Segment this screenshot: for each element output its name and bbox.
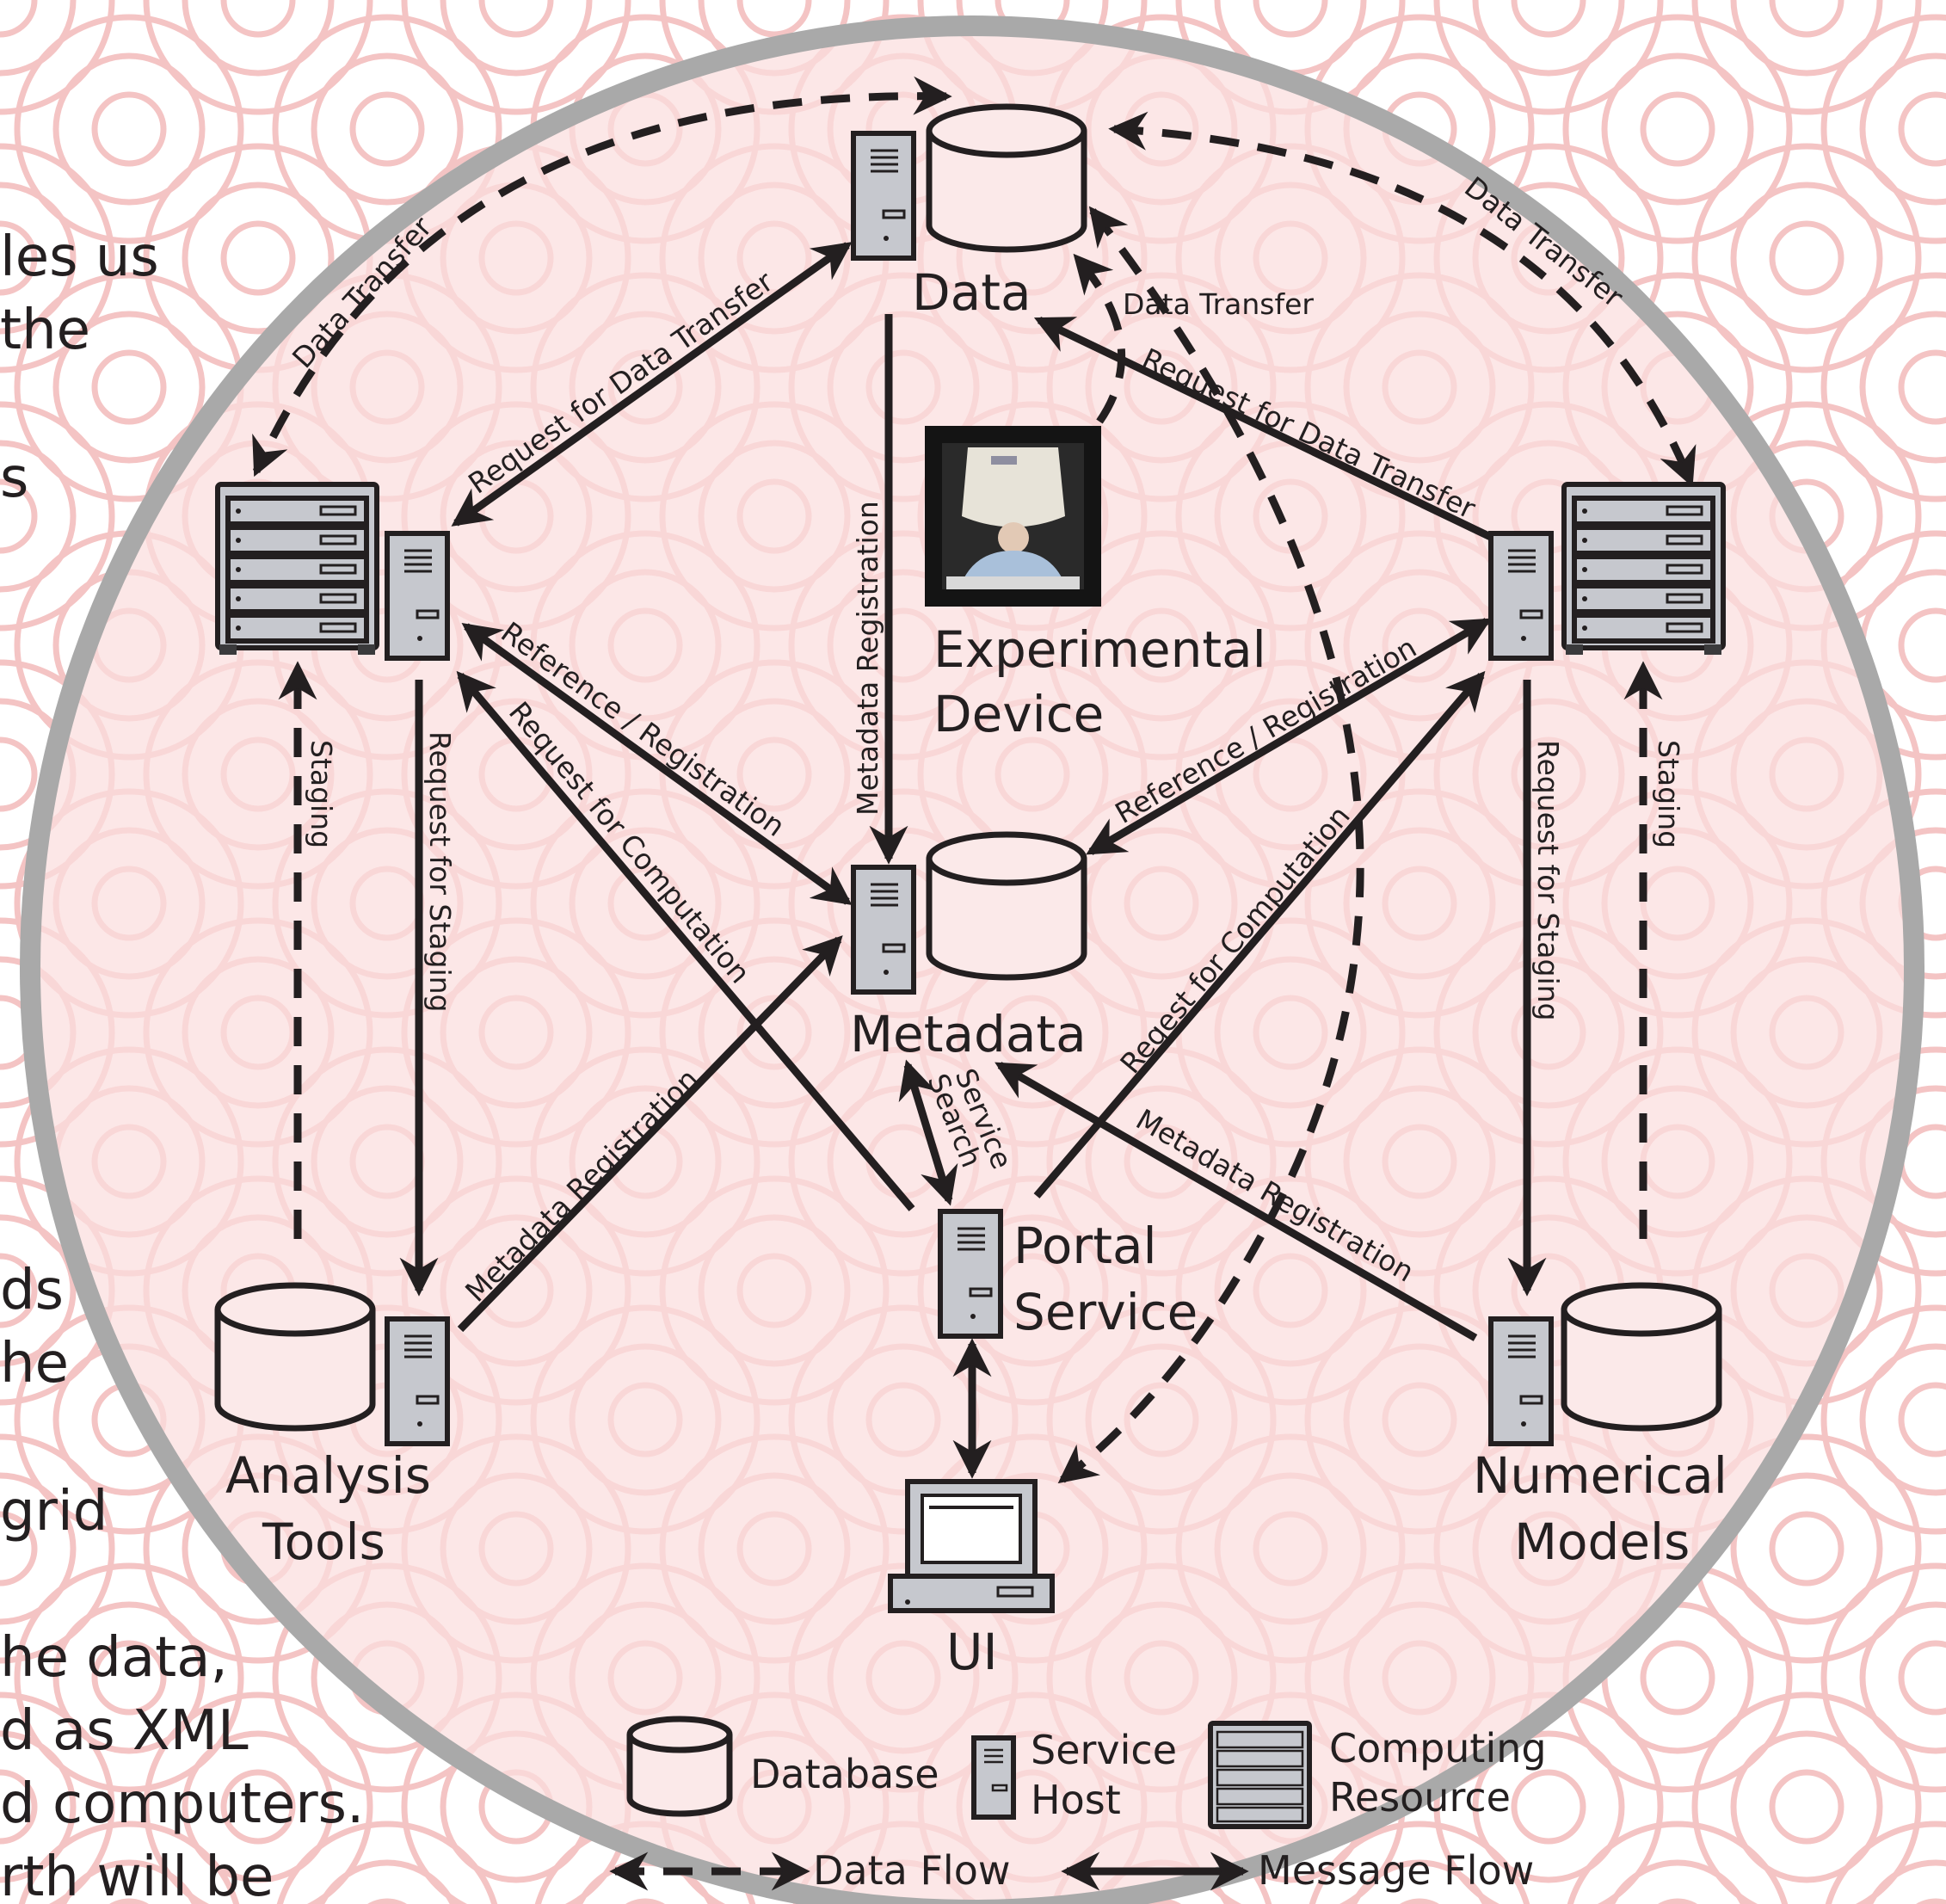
svg-text:Device: Device: [933, 685, 1104, 743]
svg-text:d as XML: d as XML: [0, 1699, 249, 1763]
computing-resource-icon: [1564, 484, 1723, 655]
svg-text:Numerical: Numerical: [1473, 1446, 1727, 1505]
edge-service-search: [898, 1059, 958, 1206]
node-numerical-models: Numerical Models: [1473, 1285, 1727, 1571]
svg-text:rth will be: rth will be: [0, 1845, 274, 1904]
svg-text:Portal: Portal: [1013, 1217, 1157, 1275]
svg-text:ds: ds: [0, 1259, 64, 1322]
server-icon: [853, 133, 914, 258]
database-icon: [929, 835, 1084, 977]
legend: Database Service Host Computing Resource: [609, 1716, 1547, 1894]
legend-database: Database: [626, 1716, 939, 1817]
svg-text:Data Flow: Data Flow: [813, 1847, 1010, 1894]
edge-metadata-registration-left: [457, 935, 843, 1333]
device-photo-icon: [925, 426, 1101, 607]
svg-text:Tools: Tools: [262, 1513, 385, 1571]
server-icon: [387, 1319, 447, 1444]
svg-text:les us: les us: [0, 225, 159, 289]
svg-text:Experimental: Experimental: [933, 620, 1266, 679]
node-ui: UI: [888, 1479, 1055, 1681]
edge-data-transfer-right: [1108, 111, 1697, 488]
server-icon: [1491, 1319, 1551, 1444]
label-metadata-registration-center: Metadata Registration: [851, 501, 884, 816]
svg-text:he: he: [0, 1332, 69, 1396]
svg-text:UI: UI: [946, 1623, 998, 1681]
side-text: les us the s ds he grid he data, d as XM…: [0, 225, 364, 1904]
database-icon: [218, 1285, 373, 1428]
svg-text:s: s: [0, 447, 28, 510]
node-metadata: Metadata: [850, 835, 1087, 1063]
label-staging-right: Staging: [1652, 740, 1685, 848]
label-request-staging-right: Request for Staging: [1531, 740, 1565, 1021]
svg-text:Host: Host: [1031, 1777, 1121, 1823]
node-data: Data: [853, 107, 1084, 322]
svg-text:Metadata: Metadata: [850, 1005, 1087, 1063]
label-staging-left: Staging: [305, 740, 338, 848]
laptop-icon: [888, 1479, 1055, 1613]
legend-data-flow: Data Flow: [609, 1847, 1010, 1894]
edge-device-to-data: [1073, 253, 1126, 424]
svg-text:the: the: [0, 299, 90, 362]
legend-service-host: Service Host: [971, 1727, 1177, 1823]
svg-text:Service: Service: [1013, 1283, 1198, 1341]
node-analysis-tools: Analysis Tools: [218, 1285, 447, 1571]
edge-request-computation-right: [1033, 670, 1486, 1198]
edge-reference-registration-right: [1086, 618, 1492, 855]
edge-data-transfer-left: [252, 76, 952, 478]
server-icon: [1491, 533, 1551, 658]
node-experimental-device: Experimental Device: [925, 426, 1266, 743]
edge-metadata-registration-right: [995, 1062, 1478, 1341]
database-icon: [929, 107, 1084, 250]
edge-request-computation-left: [456, 670, 915, 1211]
svg-text:Data: Data: [912, 263, 1032, 322]
server-icon: [940, 1211, 1001, 1336]
edge-reference-registration-left: [461, 623, 853, 905]
legend-computing-resource: Computing Resource: [1208, 1721, 1547, 1829]
svg-text:d computers.: d computers.: [0, 1772, 364, 1836]
edge-data-transfer-center: [1057, 206, 1364, 1484]
svg-text:Service: Service: [1031, 1727, 1177, 1773]
svg-text:he data,: he data,: [0, 1626, 228, 1690]
legend-message-flow: Message Flow: [1061, 1847, 1534, 1894]
svg-text:Computing: Computing: [1329, 1725, 1547, 1772]
svg-text:Database: Database: [750, 1751, 939, 1797]
computing-resource-icon: [218, 484, 377, 655]
svg-text:Resource: Resource: [1329, 1774, 1511, 1821]
svg-text:grid: grid: [0, 1480, 108, 1544]
svg-text:Models: Models: [1514, 1513, 1690, 1571]
edge-request-data-transfer-left: [451, 242, 853, 527]
server-icon: [387, 533, 447, 658]
node-portal-service: Portal Service: [940, 1211, 1198, 1341]
label-data-transfer-center: Data Transfer: [1123, 287, 1314, 321]
svg-text:Message Flow: Message Flow: [1258, 1847, 1534, 1894]
edge-request-data-transfer-right: [1033, 316, 1503, 546]
database-icon: [1564, 1285, 1719, 1428]
svg-text:Analysis: Analysis: [225, 1446, 431, 1505]
server-icon: [853, 867, 914, 992]
label-request-staging-left: Request for Staging: [423, 731, 457, 1013]
